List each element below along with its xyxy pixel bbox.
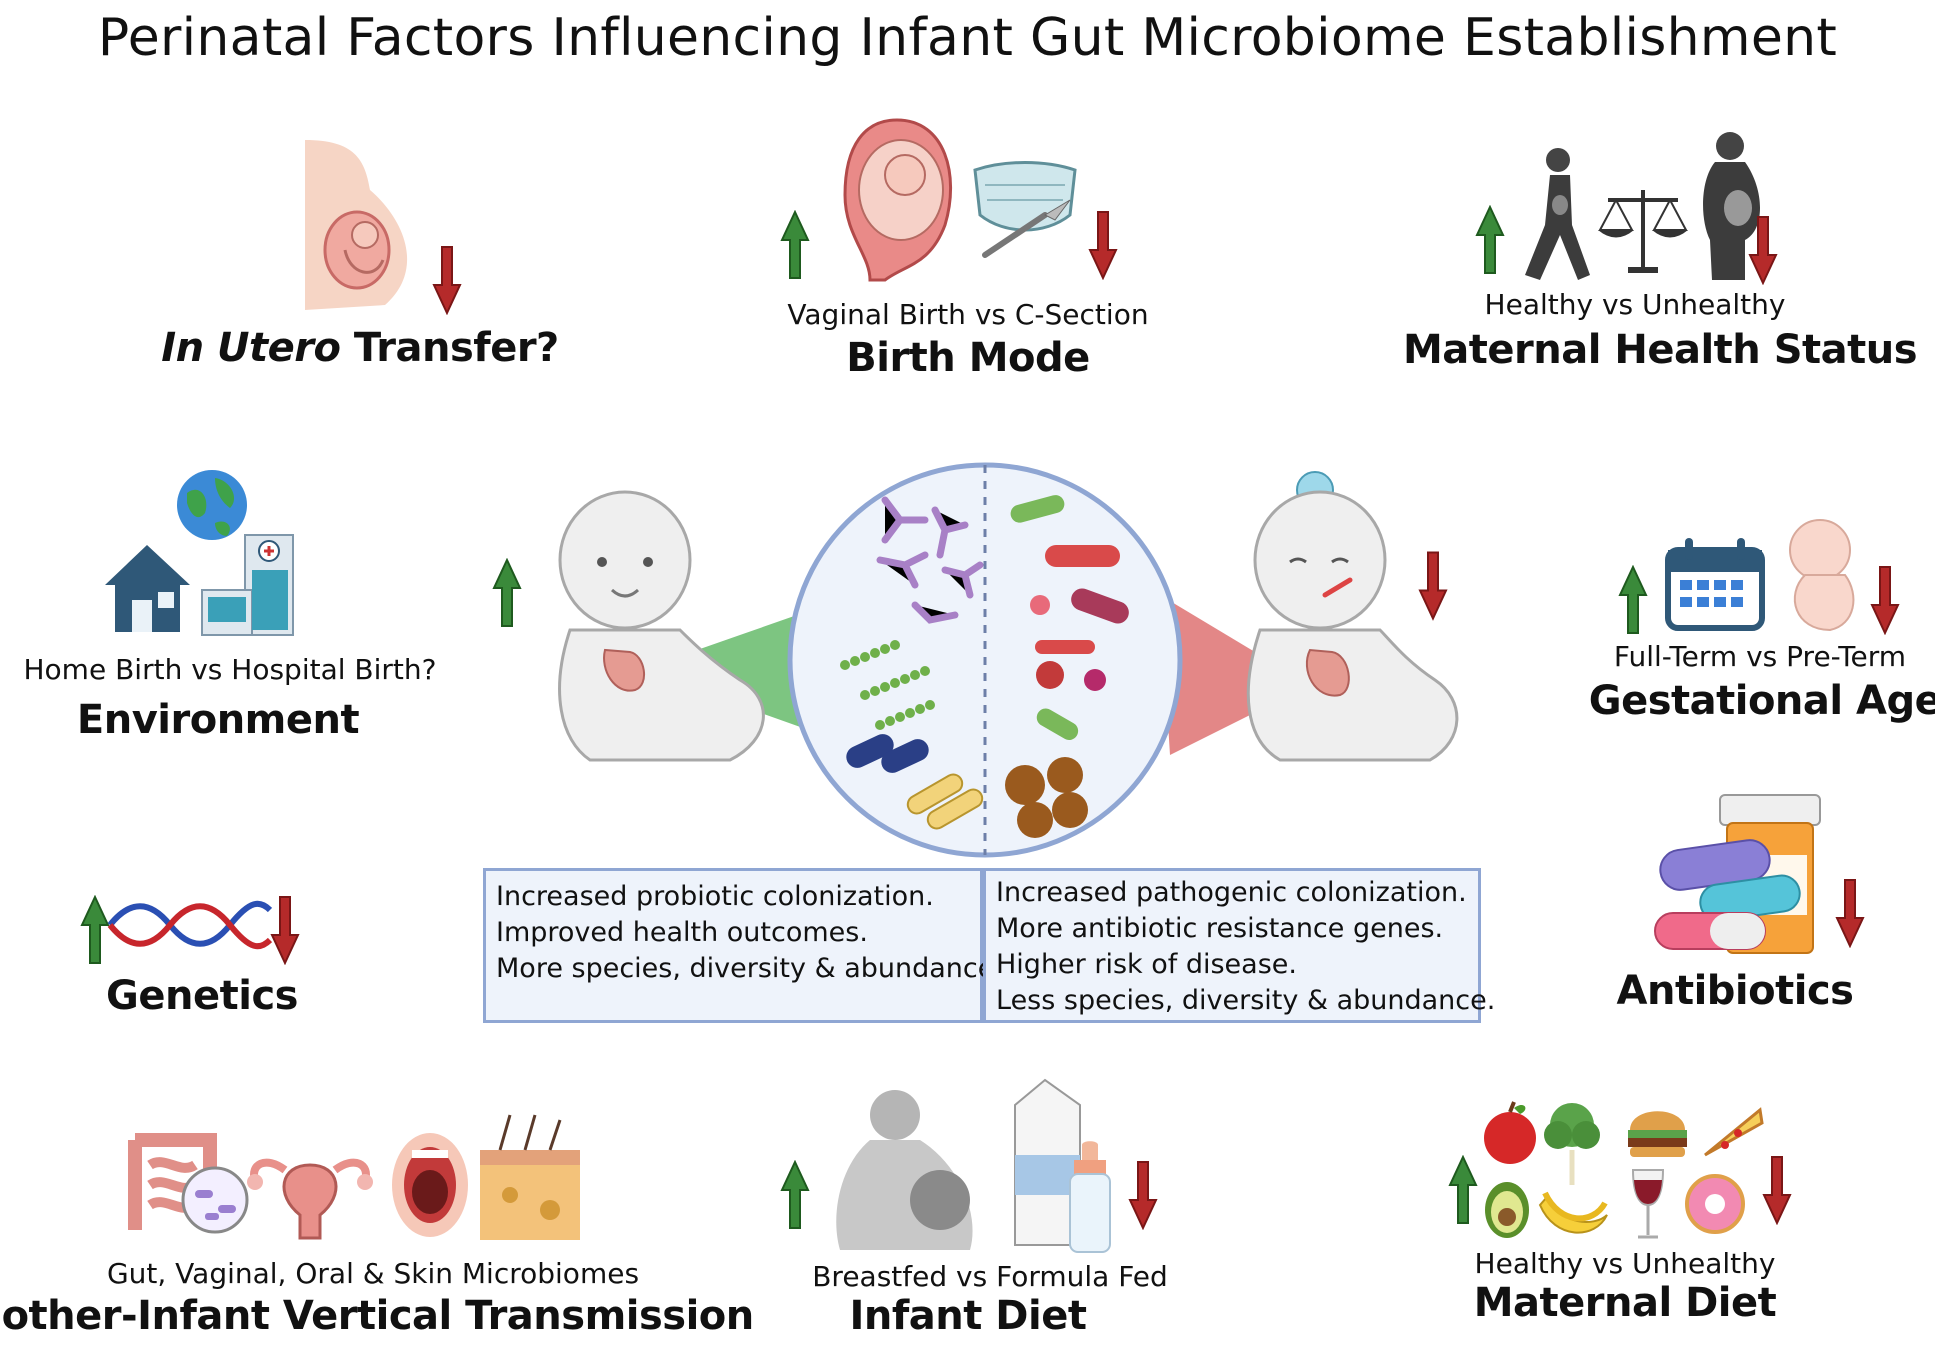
healthy-outcome-line: Increased probiotic colonization. <box>496 881 934 912</box>
birth-mode-subtitle: Vaginal Birth vs C-Section <box>787 298 1149 331</box>
unhealthy-outcomes-box: Increased pathogenic colonization. More … <box>983 868 1496 1023</box>
maternal-diet-heading: Maternal Diet <box>1473 1280 1777 1326</box>
red-cone <box>1160 595 1310 755</box>
microbe-circle-icon <box>787 462 1183 858</box>
burger-icon <box>1628 1111 1687 1157</box>
baby-bottle-icon <box>1069 1141 1111 1253</box>
lettuce-icon <box>1544 1103 1600 1185</box>
in-utero-rest: Transfer? <box>340 325 559 371</box>
down-arrow-icon <box>270 895 300 965</box>
healthy-outcome-line: More species, diversity & abundance. <box>496 953 1003 984</box>
maternal-diet-subtitle: Healthy vs Unhealthy <box>1474 1247 1776 1280</box>
walking-woman-icon <box>1525 148 1590 280</box>
pizza-icon <box>1704 1107 1764 1157</box>
up-arrow-icon <box>492 558 522 628</box>
avocado-icon <box>1485 1182 1529 1238</box>
microbe-zoom-icon <box>181 1166 249 1234</box>
down-arrow-icon <box>1762 1155 1792 1225</box>
fetus-icon <box>1789 519 1855 632</box>
intestine-icon <box>128 1133 217 1230</box>
antibiotics-heading: Antibiotics <box>1616 968 1854 1014</box>
wine-icon <box>1631 1169 1665 1239</box>
mouth-icon <box>392 1133 468 1237</box>
maternal-health-heading: Maternal Health Status <box>1402 327 1918 373</box>
breastfeeding-icon <box>836 1090 973 1250</box>
up-arrow-icon <box>1618 565 1648 635</box>
scalpel-icon <box>982 199 1071 258</box>
healthy-outcome-line: Improved health outcomes. <box>496 917 868 948</box>
pregnant-belly-icon <box>305 140 408 310</box>
up-arrow-icon <box>780 210 810 280</box>
in-utero-italic: In Utero <box>161 325 341 371</box>
down-arrow-icon <box>1835 878 1865 948</box>
gestational-age-subtitle: Full-Term vs Pre-Term <box>1613 640 1907 673</box>
globe-icon <box>177 470 247 540</box>
maternal-health-subtitle: Healthy vs Unhealthy <box>1484 288 1786 321</box>
up-arrow-icon <box>1475 205 1505 275</box>
vertical-transmission-subtitle: Gut, Vaginal, Oral & Skin Microbiomes <box>106 1257 640 1290</box>
environment-subtitle: Home Birth vs Hospital Birth? <box>23 653 437 686</box>
dna-icon <box>107 900 273 950</box>
infant-diet-subtitle: Breastfed vs Formula Fed <box>812 1260 1168 1293</box>
environment-heading: Environment <box>76 697 360 743</box>
down-arrow-icon <box>1418 548 1448 623</box>
up-arrow-icon <box>780 1160 810 1230</box>
uterus-fetus-icon <box>843 118 953 282</box>
birth-mode-heading: Birth Mode <box>846 335 1090 381</box>
healthy-outcomes-box: Increased probiotic colonization. Improv… <box>483 868 1003 1023</box>
down-arrow-icon <box>1088 210 1118 280</box>
banana-icon <box>1538 1191 1608 1234</box>
down-arrow-icon <box>1128 1160 1158 1230</box>
hospital-icon <box>201 534 294 636</box>
down-arrow-icon <box>432 245 462 315</box>
up-arrow-icon <box>1448 1155 1478 1225</box>
unhealthy-outcome-line: More antibiotic resistance genes. <box>996 913 1444 944</box>
page-title: Perinatal Factors Influencing Infant Gut… <box>97 8 1838 68</box>
genetics-heading: Genetics <box>106 973 298 1019</box>
house-icon <box>105 545 190 632</box>
in-utero-heading: In Utero Transfer? <box>161 325 559 371</box>
pregnant-woman-icon <box>1703 132 1760 280</box>
calendar-icon <box>1665 538 1765 631</box>
down-arrow-icon <box>1748 215 1778 285</box>
unhealthy-outcome-line: Less species, diversity & abundance. <box>996 985 1496 1016</box>
donut-icon <box>1685 1174 1745 1234</box>
uterus-icon <box>247 1158 373 1240</box>
skin-icon <box>480 1114 580 1240</box>
sick-baby-icon <box>1246 471 1459 762</box>
scale-icon <box>1598 190 1688 273</box>
unhealthy-outcome-line: Higher risk of disease. <box>996 949 1297 980</box>
healthy-baby-icon <box>558 490 765 762</box>
unhealthy-outcome-line: Increased pathogenic colonization. <box>996 877 1467 908</box>
infant-diet-heading: Infant Diet <box>849 1293 1087 1339</box>
vertical-transmission-heading: Mother-Infant Vertical Transmission <box>0 1293 754 1339</box>
capsule-icon <box>1654 839 1801 950</box>
down-arrow-icon <box>1870 565 1900 635</box>
apple-icon <box>1484 1101 1536 1164</box>
up-arrow-icon <box>80 895 110 965</box>
gestational-age-heading: Gestational Age <box>1588 678 1935 724</box>
